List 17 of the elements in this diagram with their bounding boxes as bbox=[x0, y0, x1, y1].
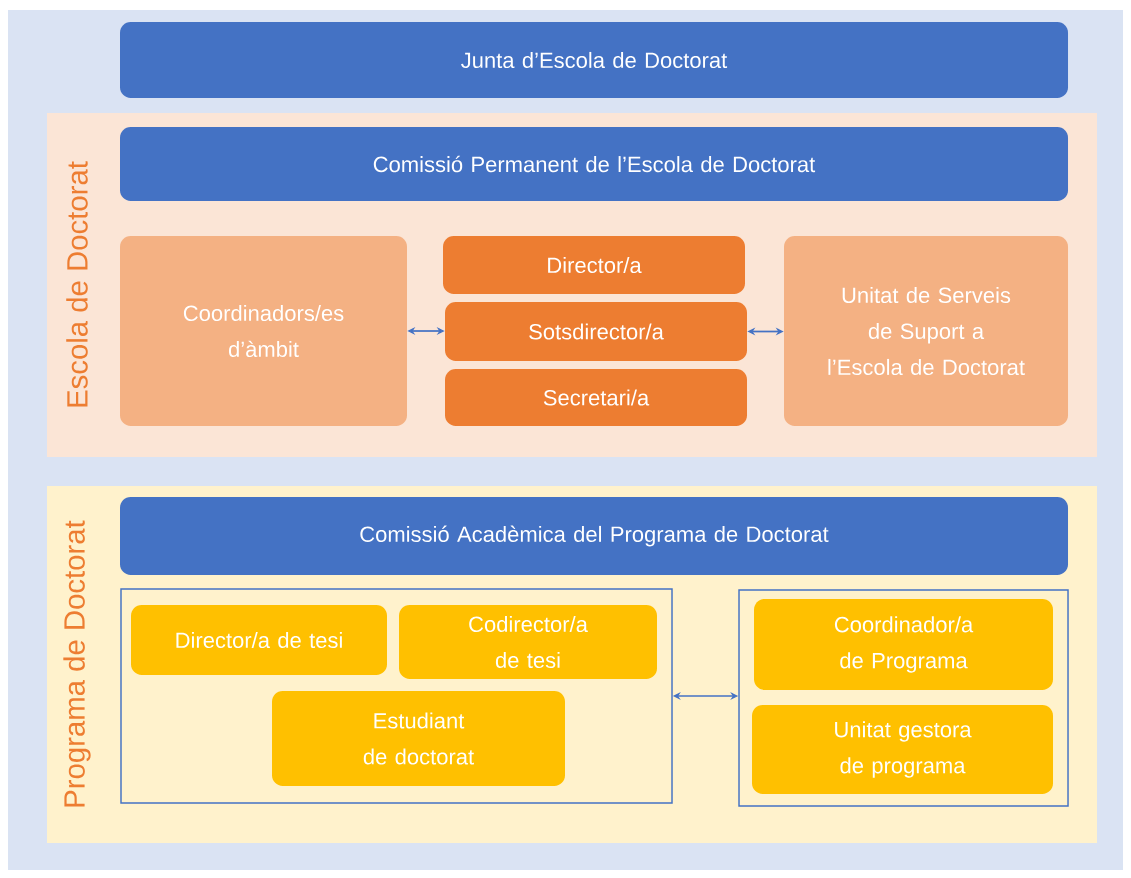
committee-box: Comissió Permanent de l’Escola de Doctorat bbox=[120, 127, 1068, 201]
band-title: Programa de Doctorat bbox=[63, 520, 91, 807]
committee-box: Junta d’Escola de Doctorat bbox=[120, 22, 1068, 98]
role-box: Director/a de tesi bbox=[131, 605, 387, 675]
unit-box: Coordinadors/es d’àmbit bbox=[120, 236, 407, 426]
role-box: Director/a bbox=[443, 236, 745, 294]
band-title: Escola de Doctorat bbox=[66, 161, 88, 407]
role-box: Secretari/a bbox=[445, 369, 747, 426]
committee-box: Comissió Acadèmica del Programa de Doctorat bbox=[120, 497, 1068, 575]
role-box: Codirector/a de tesi bbox=[399, 605, 657, 679]
role-box: Unitat gestora de programa bbox=[752, 705, 1053, 794]
group-frame bbox=[120, 588, 673, 804]
unit-box: Unitat de Serveis de Suport a l’Escola de Doctorat bbox=[784, 236, 1068, 426]
role-box: Estudiant de doctorat bbox=[272, 691, 565, 786]
group-frame bbox=[738, 589, 1069, 807]
role-box: Coordinador/a de Programa bbox=[754, 599, 1053, 690]
role-box: Sotsdirector/a bbox=[445, 302, 747, 361]
